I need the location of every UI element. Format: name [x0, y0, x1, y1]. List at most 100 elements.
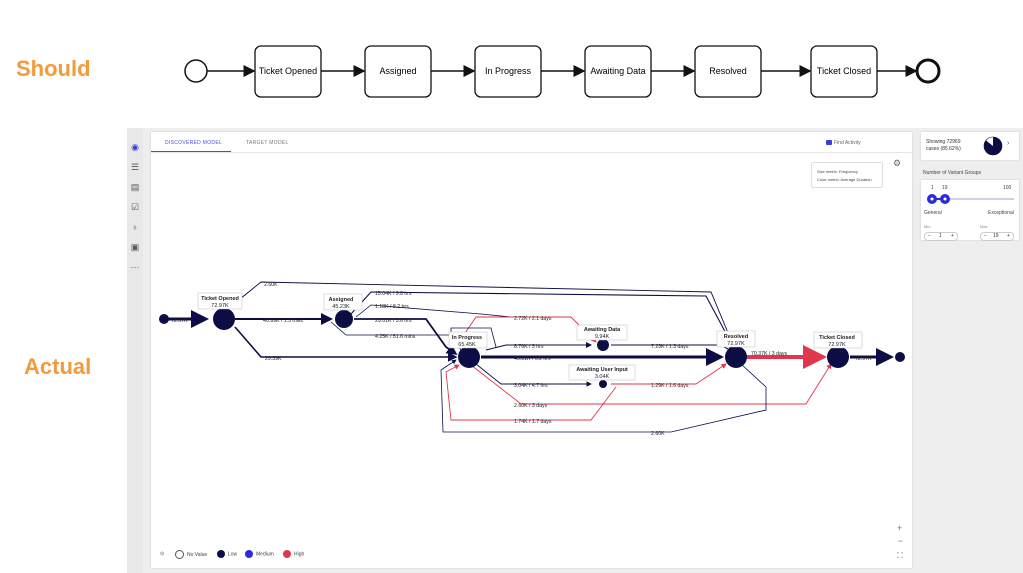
- label-box-assigned: [323, 293, 363, 311]
- find-activity-icon[interactable]: [826, 140, 832, 145]
- edge-label-start: 72.97K: [171, 318, 188, 324]
- min-value: 1: [939, 233, 942, 239]
- node-ticket-closed[interactable]: [827, 346, 849, 368]
- variant-groups-card: 1 19 100 General Exceptional Min Max − 1…: [921, 180, 1019, 241]
- variant-max-label: 100: [1003, 185, 1012, 191]
- step-awaiting-data: Awaiting Data: [590, 66, 645, 76]
- size-metric: Size metric: Frequency: [817, 169, 858, 174]
- node-ticket-opened[interactable]: [213, 308, 235, 330]
- legend-toggle-icon[interactable]: ⊙: [160, 551, 165, 557]
- edge-label-ip-closed: 2.60K / 3 days: [514, 403, 548, 409]
- edge-label-to-inprogress: 29.39K: [265, 356, 282, 362]
- edge-label-awaituser-resolved: 1.29K / 1.6 days: [651, 383, 689, 389]
- should-process-diagram: Ticket Opened Assigned In Progress Await…: [184, 45, 941, 98]
- node-awaiting-user-input[interactable]: [599, 380, 607, 388]
- start-node[interactable]: [159, 314, 169, 324]
- find-activity-button[interactable]: Find Activity: [834, 140, 861, 146]
- min-field-label: Min: [924, 224, 931, 229]
- step-in-progress: In Progress: [485, 66, 532, 76]
- edge-label-end: 72.97K: [855, 356, 872, 362]
- variant-slider[interactable]: [926, 192, 1016, 206]
- label-awaiting-data: Awaiting Data: [584, 327, 621, 333]
- max-decrement-button[interactable]: −: [984, 233, 987, 239]
- edge-assigned-loop: [355, 304, 512, 318]
- edge-to-inprogress: [234, 326, 458, 362]
- edge-label-ip-awaitdata2: 8.76K / 3 hrs: [514, 344, 544, 350]
- process-graph: Ticket Opened 72.97K Assigned 45.23K In …: [159, 281, 905, 437]
- min-decrement-button[interactable]: −: [928, 233, 931, 239]
- process-mining-app: ◉ ☰ ▤ ☑ ♁ ▣ ⋯ DISCOVERED MODEL TARGET MO…: [127, 128, 1023, 573]
- cases-card[interactable]: Showing 72969 cases (85.62%) ›: [921, 132, 1019, 160]
- list-icon[interactable]: ☰: [130, 162, 140, 172]
- step-ticket-closed: Ticket Closed: [817, 66, 871, 76]
- count-awaiting-user-input: 3.04K: [595, 374, 610, 380]
- min-increment-button[interactable]: +: [951, 233, 954, 239]
- variant-groups-title: Number of Variant Groups: [923, 170, 981, 176]
- left-toolbar: ◉ ☰ ▤ ☑ ♁ ▣ ⋯: [127, 128, 143, 573]
- chart-icon[interactable]: ▤: [130, 182, 140, 192]
- variant-exceptional-caption: Exceptional: [988, 210, 1014, 216]
- right-panel: Showing 72969 cases (85.62%) › Number of…: [921, 132, 1019, 241]
- tab-discovered-model[interactable]: DISCOVERED MODEL: [165, 140, 223, 146]
- step-ticket-opened: Ticket Opened: [259, 66, 317, 76]
- min-stepper[interactable]: − 1 +: [924, 232, 958, 241]
- cases-percent: cases (85.62%): [926, 146, 961, 152]
- edge-label-awaitdata-resolved: 7.23K / 1.3 days: [651, 344, 689, 350]
- max-increment-button[interactable]: +: [1007, 233, 1010, 239]
- legend-no-value: No Value: [175, 550, 207, 560]
- tab-target-model[interactable]: TARGET MODEL: [246, 140, 289, 146]
- end-node[interactable]: [895, 352, 905, 362]
- max-stepper[interactable]: − 19 +: [980, 232, 1014, 241]
- count-in-progress: 65.45K: [458, 342, 476, 348]
- edge-awaituser-resolved: [611, 363, 727, 385]
- zoom-out-button[interactable]: −: [898, 536, 904, 546]
- label-ticket-opened: Ticket Opened: [201, 296, 239, 302]
- label-awaiting-user-input: Awaiting User Input: [576, 367, 628, 373]
- actual-heading: Actual: [24, 354, 92, 379]
- variant-current-label: 19: [942, 185, 948, 191]
- node-resolved[interactable]: [725, 346, 747, 368]
- compass-icon[interactable]: ◉: [131, 142, 139, 152]
- chevron-right-icon[interactable]: ›: [1007, 140, 1010, 147]
- label-in-progress: In Progress: [452, 335, 482, 341]
- count-awaiting-data: 9.94K: [595, 334, 610, 340]
- node-assigned[interactable]: [335, 310, 353, 328]
- gear-icon[interactable]: ⚙: [893, 158, 902, 168]
- edge-resolved-back: [440, 359, 767, 433]
- legend-medium: Medium: [245, 550, 274, 559]
- label-resolved: Resolved: [724, 334, 748, 340]
- variant-min-label: 1: [931, 185, 934, 191]
- end-event: [915, 58, 941, 84]
- node-in-progress[interactable]: [458, 346, 480, 368]
- cases-text: Showing 72969 cases (85.62%): [926, 139, 981, 153]
- step-resolved: Resolved: [709, 66, 747, 76]
- zoom-in-button[interactable]: +: [897, 523, 903, 533]
- max-value: 19: [993, 233, 999, 239]
- cases-pie-icon: [983, 136, 1003, 156]
- count-ticket-closed: 72.97K: [828, 342, 846, 348]
- edge-ip-awaituser: [475, 363, 592, 387]
- cases-count: Showing 72969: [926, 139, 961, 145]
- label-box-ticket-opened: [197, 292, 243, 310]
- table-icon[interactable]: ▣: [130, 242, 140, 252]
- bulb-icon[interactable]: ♁: [131, 222, 139, 232]
- start-event: [184, 59, 208, 83]
- label-assigned: Assigned: [329, 297, 354, 303]
- count-assigned: 45.23K: [332, 304, 350, 310]
- edge-to-resolved: [223, 281, 737, 353]
- more-icon[interactable]: ⋯: [130, 262, 140, 272]
- count-ticket-opened: 72.97K: [211, 303, 229, 309]
- edge-label-assigned-loop: 1.18K / 8.2 hrs: [375, 304, 409, 310]
- count-resolved: 72.97K: [727, 341, 745, 347]
- node-awaiting-data[interactable]: [597, 339, 609, 351]
- edge-label-resolved-closed: 70.37K / 3 days: [751, 351, 787, 357]
- edge-label-back: 4.25K / 51.6 mins: [375, 334, 416, 340]
- max-field-label: Max: [980, 224, 988, 229]
- edge-label-ip-awaitdata: 2.72K / 2.1 days: [514, 316, 552, 322]
- variant-general-caption: General: [924, 210, 942, 216]
- color-metric: Color metric: Average Duration: [817, 177, 872, 182]
- checkbox-icon[interactable]: ☑: [130, 202, 140, 212]
- edge-label-ip-resolved: 45.81K / 6.2 hrs: [514, 356, 551, 362]
- label-box-awaiting-data: [576, 324, 628, 341]
- fit-screen-icon[interactable]: ⛶: [897, 551, 903, 560]
